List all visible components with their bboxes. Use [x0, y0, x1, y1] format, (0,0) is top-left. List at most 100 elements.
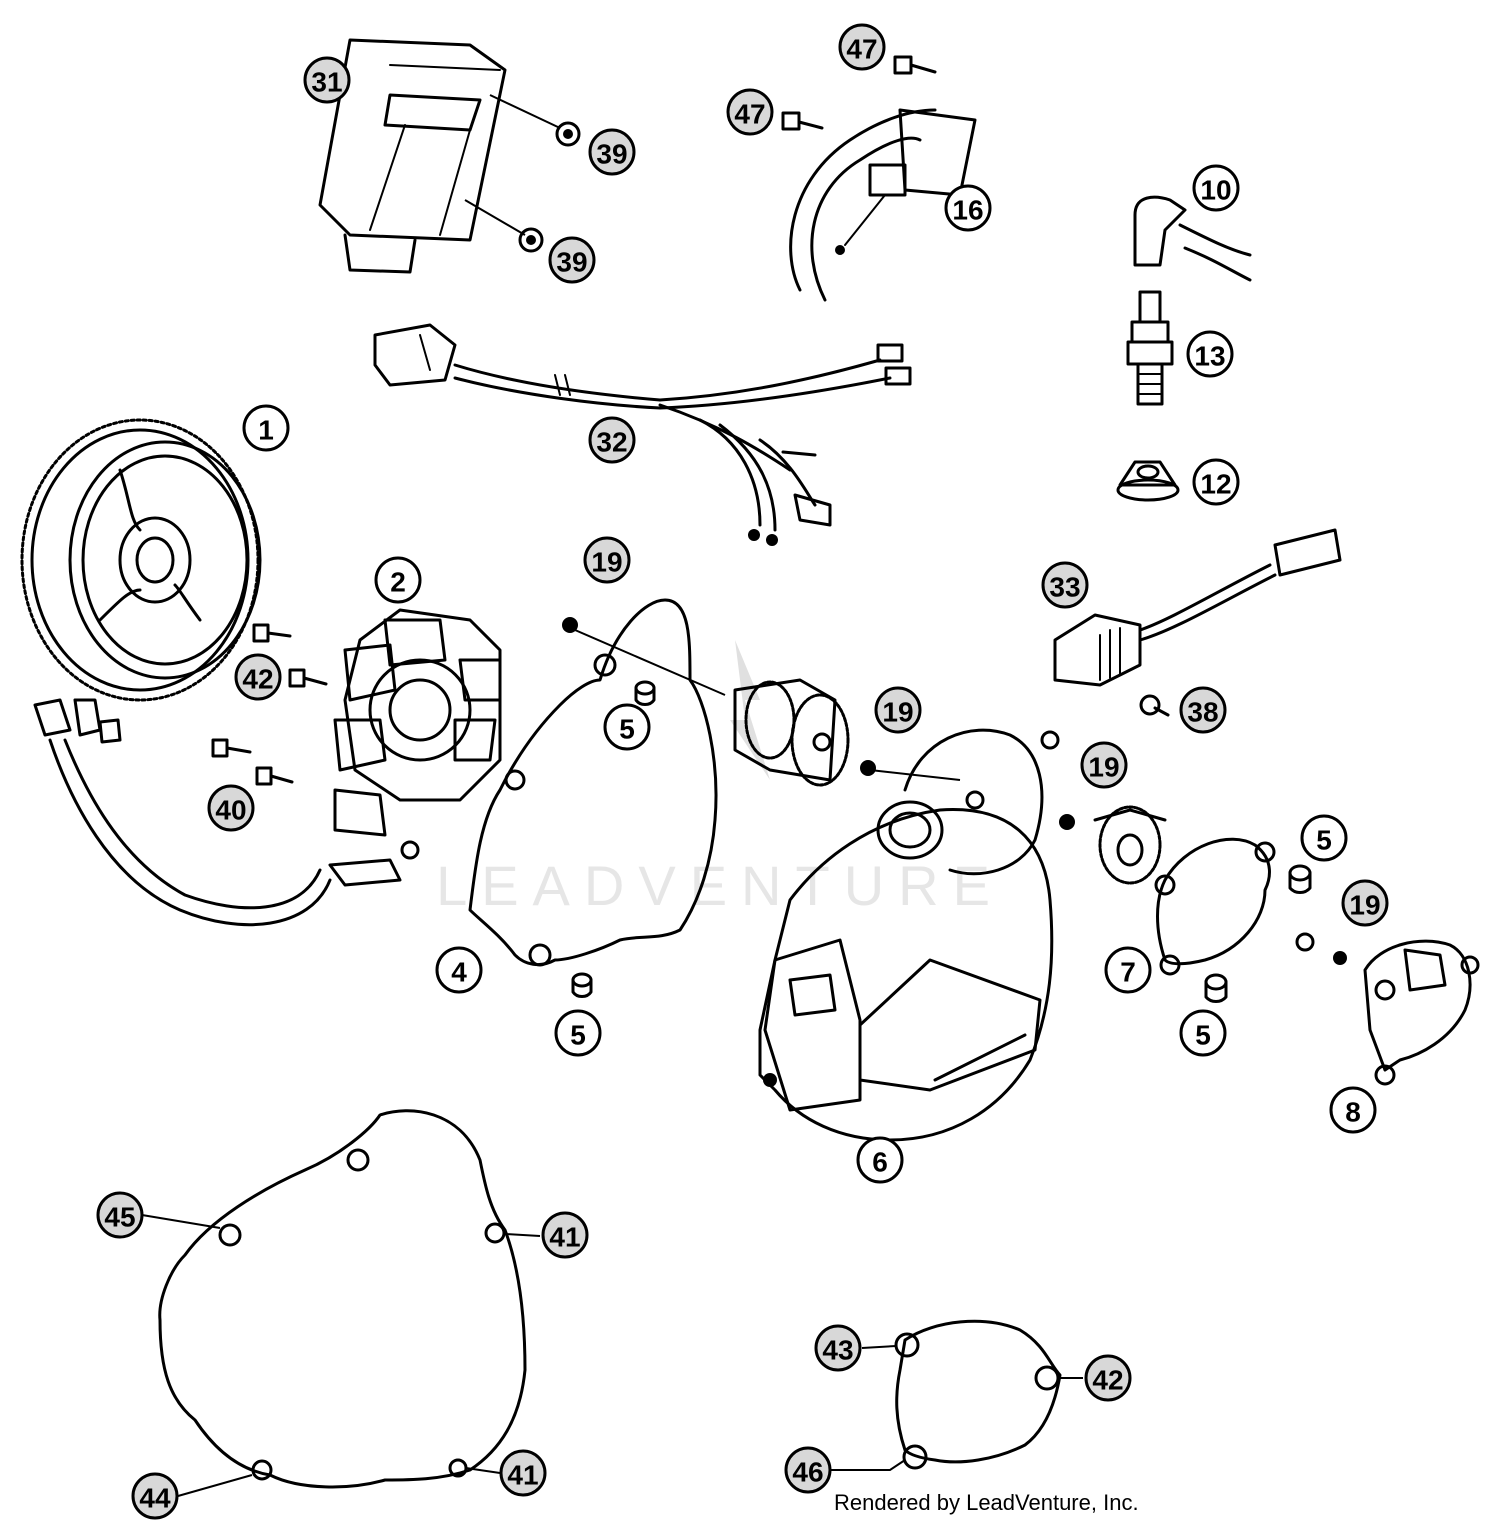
cover-gasket-small: [1154, 837, 1276, 976]
callout-2: 2: [374, 556, 422, 604]
callout-32: 32: [588, 416, 636, 464]
bolt-40-b: [255, 766, 294, 786]
callout-47a: 47: [838, 23, 886, 71]
dowel-5-b: [571, 972, 593, 998]
voltage-regulator: [1053, 528, 1342, 687]
callout-4: 4: [435, 946, 483, 994]
svg-text:40: 40: [215, 795, 246, 826]
callout-12: 12: [1192, 458, 1240, 506]
plug-seal: [1116, 460, 1180, 502]
callout-19b: 19: [874, 686, 922, 734]
watermark-logo: [730, 640, 770, 780]
dowel-5-a: [634, 680, 656, 706]
credit-text: Rendered by LeadVenture, Inc.: [834, 1490, 1139, 1515]
svg-text:7: 7: [1120, 957, 1136, 988]
dowel-5-c: [1288, 864, 1312, 894]
bolt-42-a: [252, 623, 292, 643]
callout-43: 43: [814, 1324, 862, 1372]
callout-33: 33: [1041, 561, 1089, 609]
svg-text:8: 8: [1345, 1097, 1361, 1128]
crankcase-gasket-large: [158, 1109, 527, 1489]
callout-16: 16: [944, 184, 992, 232]
svg-text:6: 6: [872, 1147, 888, 1178]
svg-text:5: 5: [570, 1020, 586, 1051]
svg-text:1: 1: [258, 415, 274, 446]
svg-text:33: 33: [1049, 572, 1080, 603]
watermark-text: LEADVENTURE: [436, 854, 1004, 917]
svg-text:42: 42: [1092, 1365, 1123, 1396]
ignition-cover-gasket: [468, 598, 718, 967]
idler-gear: [1093, 805, 1167, 885]
spark-plug-cap: [1133, 195, 1252, 282]
starter-cover: [1363, 939, 1480, 1086]
callout-10: 10: [1192, 164, 1240, 212]
svg-text:4: 4: [451, 957, 467, 988]
washer-19-b: [860, 760, 876, 776]
cover-gasket-medium: [894, 1319, 1062, 1470]
callout-7: 7: [1104, 946, 1152, 994]
svg-text:31: 31: [311, 67, 342, 98]
screw-39-upper: [555, 121, 581, 147]
callout-40: 40: [207, 784, 255, 832]
svg-text:13: 13: [1194, 341, 1225, 372]
svg-text:12: 12: [1200, 469, 1231, 500]
dowel-5-d: [1204, 973, 1228, 1003]
spark-plug: [1126, 290, 1174, 406]
bolt-40-a: [211, 738, 252, 758]
callout-47b: 47: [726, 88, 774, 136]
svg-text:44: 44: [139, 1483, 171, 1514]
svg-text:19: 19: [882, 697, 913, 728]
flywheel-rotor: [20, 418, 262, 702]
svg-text:5: 5: [1316, 825, 1332, 856]
bolt-42-b: [288, 668, 328, 688]
svg-text:45: 45: [104, 1202, 135, 1233]
svg-text:5: 5: [1195, 1020, 1211, 1051]
callout-leaders: [141, 1214, 1083, 1497]
svg-text:10: 10: [1200, 175, 1231, 206]
bolt-47-upper: [893, 55, 937, 75]
callout-19c: 19: [1080, 741, 1128, 789]
callout-5a: 5: [603, 703, 651, 751]
svg-text:39: 39: [556, 247, 587, 278]
callout-39b: 39: [548, 236, 596, 284]
svg-text:39: 39: [596, 139, 627, 170]
screw-39-lower: [518, 227, 544, 253]
washer-19-a: [562, 617, 578, 633]
svg-text:41: 41: [549, 1222, 580, 1253]
svg-text:2: 2: [390, 567, 406, 598]
svg-text:47: 47: [734, 99, 765, 130]
stator: [33, 608, 502, 927]
callout-46: 46: [784, 1446, 832, 1494]
svg-text:42: 42: [242, 664, 273, 695]
callout-39a: 39: [588, 128, 636, 176]
callout-41a: 41: [541, 1211, 589, 1259]
svg-text:16: 16: [952, 195, 983, 226]
svg-text:46: 46: [792, 1457, 823, 1488]
svg-text:19: 19: [591, 547, 622, 578]
starter-drive-gear: [733, 678, 850, 787]
callout-19a: 19: [583, 536, 631, 584]
callout-44: 44: [131, 1472, 179, 1520]
callout-6: 6: [856, 1136, 904, 1184]
washer-19-d: [1295, 932, 1347, 965]
callout-45: 45: [96, 1191, 144, 1239]
ignition-control-unit: [318, 38, 561, 274]
callout-31: 31: [303, 56, 351, 104]
callout-5d: 5: [1179, 1009, 1227, 1057]
callout-1: 1: [242, 404, 290, 452]
svg-text:43: 43: [822, 1335, 853, 1366]
callout-8: 8: [1329, 1086, 1377, 1134]
svg-text:5: 5: [619, 714, 635, 745]
svg-text:19: 19: [1349, 890, 1380, 921]
ignition-cover: [758, 728, 1060, 1142]
callout-19d: 19: [1341, 879, 1389, 927]
washer-19-c: [1059, 814, 1075, 830]
callout-5c: 5: [1300, 814, 1348, 862]
svg-text:47: 47: [846, 34, 877, 65]
callout-13: 13: [1186, 330, 1234, 378]
svg-text:41: 41: [507, 1460, 538, 1491]
screw-38: [1139, 694, 1170, 717]
callout-41b: 41: [499, 1449, 547, 1497]
callout-5b: 5: [554, 1009, 602, 1057]
svg-text:19: 19: [1088, 752, 1119, 783]
